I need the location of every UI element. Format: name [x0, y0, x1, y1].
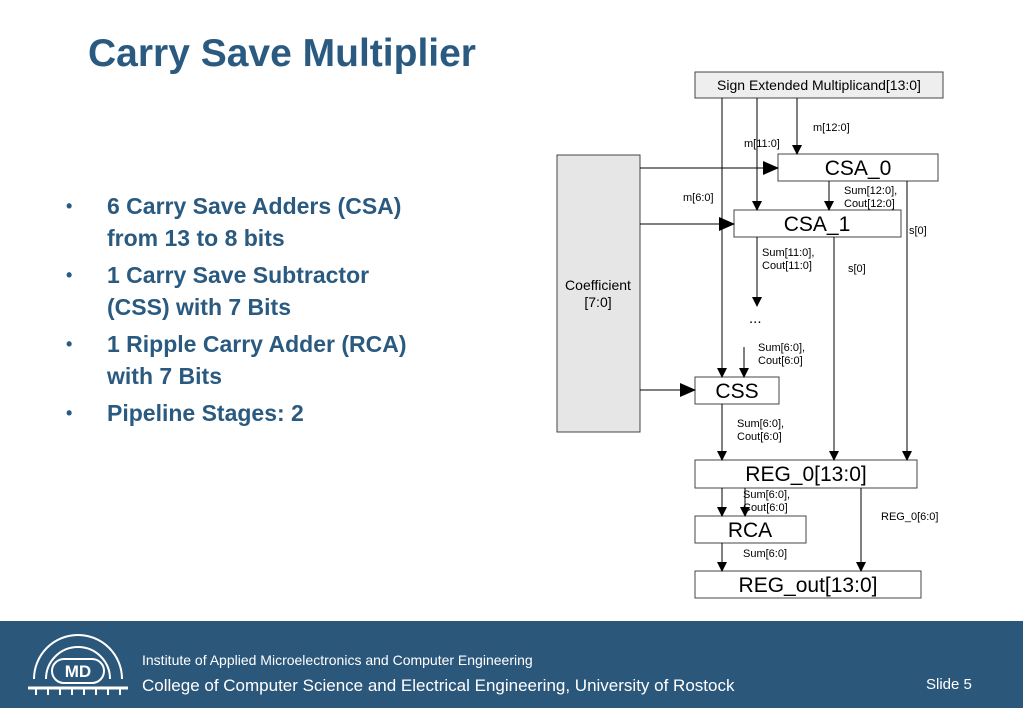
bullet-text: with 7 Bits [107, 363, 223, 389]
multiplicand-label: Sign Extended Multiplicand[13:0] [717, 77, 921, 93]
slide-title: Carry Save Multiplier [88, 32, 476, 75]
rca-box [694, 515, 807, 544]
csa0-label: CSA_0 [825, 157, 892, 180]
bullet-item: • 1 Carry Save Subtractor (CSS) with 7 B… [66, 259, 466, 323]
logo-text: MD [65, 662, 91, 681]
label-reg0-6: REG_0[6:0] [881, 511, 938, 523]
multiplier-diagram: Sign Extended Multiplicand[13:0] Coeffic… [556, 71, 944, 599]
bullet-text: 1 Carry Save Subtractor [107, 262, 370, 288]
coefficient-box [556, 154, 641, 433]
label-sum6b: Sum[6:0], [737, 418, 784, 430]
csa1-label: CSA_1 [784, 213, 851, 236]
bullet-marker: • [66, 196, 73, 216]
label-cout6a: Cout[6:0] [758, 355, 803, 367]
label-m12: m[12:0] [813, 122, 850, 134]
bullet-text: from 13 to 8 bits [107, 225, 285, 251]
bullet-marker: • [66, 265, 73, 285]
css-box [694, 376, 780, 405]
label-cout12: Cout[12:0] [844, 198, 895, 210]
rca-label: RCA [728, 519, 772, 542]
label-s0-mid: s[0] [848, 263, 866, 275]
bullet-marker: • [66, 334, 73, 354]
label-m6: m[6:0] [683, 192, 714, 204]
label-cout6c: Cout[6:0] [743, 502, 788, 514]
slide-number: Slide 5 [926, 676, 972, 693]
label-sum12: Sum[12:0], [844, 185, 897, 197]
multiplicand-box [694, 71, 944, 99]
label-m11: m[11:0] [744, 138, 780, 150]
bullet-list: • 6 Carry Save Adders (CSA) from 13 to 8… [66, 190, 466, 434]
label-sum6a: Sum[6:0], [758, 342, 805, 354]
bullet-item: • 1 Ripple Carry Adder (RCA) with 7 Bits [66, 328, 466, 392]
bullet-item: • Pipeline Stages: 2 [66, 397, 466, 429]
institute-name: Institute of Applied Microelectronics an… [142, 652, 533, 668]
regout-label: REG_out[13:0] [739, 574, 878, 597]
bullet-text: (CSS) with 7 Bits [107, 294, 292, 320]
label-sum11: Sum[11:0], [762, 247, 814, 259]
label-sum6c: Sum[6:0], [743, 489, 790, 501]
footer-bar: MD Institute of Applied Microelectronics… [0, 621, 1023, 708]
bullet-item: • 6 Carry Save Adders (CSA) from 13 to 8… [66, 190, 466, 254]
bullet-text: 6 Carry Save Adders (CSA) [107, 193, 402, 219]
csa1-box [733, 209, 902, 238]
reg0-label: REG_0[13:0] [745, 463, 866, 486]
csa0-box [777, 153, 939, 182]
bullet-text: 1 Ripple Carry Adder (RCA) [107, 331, 407, 357]
regout-box [694, 570, 922, 599]
label-ellipsis: ... [749, 310, 762, 327]
label-cout6b: Cout[6:0] [737, 431, 782, 443]
label-s0-top: s[0] [909, 225, 927, 237]
college-name: College of Computer Science and Electric… [142, 676, 735, 695]
label-cout11: Cout[11:0] [762, 260, 812, 272]
bullet-text: Pipeline Stages: 2 [107, 400, 304, 426]
reg0-box [694, 459, 918, 489]
coefficient-label: Coefficient [565, 277, 631, 293]
university-logo-icon: MD [28, 634, 128, 695]
coefficient-range: [7:0] [584, 294, 611, 310]
label-sum6d: Sum[6:0] [743, 548, 787, 560]
css-label: CSS [715, 380, 758, 403]
bullet-marker: • [66, 403, 73, 423]
